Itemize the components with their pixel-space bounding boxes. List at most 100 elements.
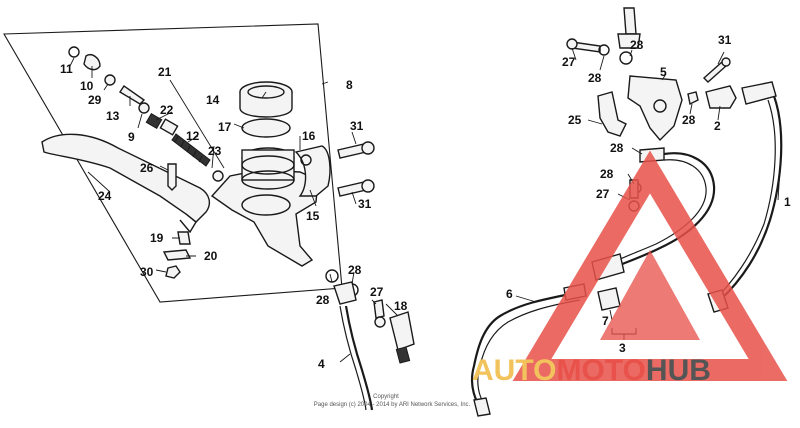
label-30: 30 bbox=[140, 265, 154, 279]
label-31a: 31 bbox=[350, 119, 364, 133]
seal-9 bbox=[138, 102, 150, 114]
washer-28-top bbox=[619, 51, 633, 65]
switch-18-end bbox=[395, 346, 411, 364]
lever-tip bbox=[179, 213, 197, 234]
cable-6-end bbox=[473, 397, 491, 417]
throttle-grip-top bbox=[623, 7, 637, 35]
label-12: 12 bbox=[186, 129, 200, 143]
throttle-cable-3-inner bbox=[605, 159, 707, 267]
reservoir-cap-side bbox=[239, 92, 293, 118]
bolt-27a bbox=[373, 299, 385, 319]
label-28d: 28 bbox=[630, 38, 644, 52]
plate-20 bbox=[162, 249, 192, 261]
throttle-cable-3 bbox=[603, 152, 716, 273]
label-28g: 28 bbox=[600, 167, 614, 181]
clamp-hole bbox=[300, 154, 312, 166]
brake-hose-4-outline bbox=[339, 305, 367, 411]
label-20: 20 bbox=[204, 249, 218, 263]
label-22: 22 bbox=[160, 103, 174, 117]
brake-hose-4 bbox=[344, 305, 374, 411]
label-28a: 28 bbox=[316, 293, 330, 307]
watermark-triangle-outer bbox=[512, 150, 788, 381]
washer-27a bbox=[374, 316, 386, 328]
label-29: 29 bbox=[88, 93, 102, 107]
switch-18 bbox=[389, 311, 415, 351]
switch-cable-1 bbox=[719, 95, 783, 301]
label-27b: 27 bbox=[562, 55, 576, 69]
washer-28-left bbox=[598, 44, 610, 56]
bolt-26 bbox=[167, 163, 177, 191]
watermark-triangle-inner bbox=[600, 250, 700, 340]
label-18: 18 bbox=[394, 299, 408, 313]
circlip-11 bbox=[68, 46, 80, 58]
master-cylinder-body bbox=[210, 169, 319, 267]
label-16: 16 bbox=[302, 129, 316, 143]
label-28f: 28 bbox=[610, 141, 624, 155]
reservoir-ring bbox=[241, 155, 295, 175]
label-9: 9 bbox=[128, 130, 135, 144]
label-31b: 31 bbox=[358, 197, 372, 211]
watermark-auto: AUTO bbox=[472, 354, 556, 387]
label-14: 14 bbox=[206, 93, 220, 107]
label-28e: 28 bbox=[682, 113, 696, 127]
label-21: 21 bbox=[158, 65, 172, 79]
label-5: 5 bbox=[660, 65, 667, 79]
label-19: 19 bbox=[150, 231, 164, 245]
watermark-hub: HUB bbox=[646, 354, 711, 387]
reservoir-body bbox=[241, 149, 295, 181]
screw-31-head bbox=[721, 57, 731, 67]
label-3: 3 bbox=[619, 341, 626, 355]
cylinder-top-opening bbox=[241, 194, 291, 216]
label-13: 13 bbox=[106, 109, 120, 123]
label-23: 23 bbox=[208, 144, 222, 158]
copyright-line-2: Page design (c) 2004 - 2014 by ARI Netwo… bbox=[314, 402, 471, 408]
label-25: 25 bbox=[568, 113, 582, 127]
clamp-bolt-head-a bbox=[361, 141, 375, 155]
nut-28-right bbox=[687, 91, 699, 106]
watermark-logo bbox=[512, 150, 788, 381]
label-28b: 28 bbox=[348, 263, 362, 277]
housing-screw-hole bbox=[653, 99, 667, 113]
handlebar-clamp bbox=[294, 145, 331, 197]
label-17: 17 bbox=[218, 120, 232, 134]
label-6: 6 bbox=[506, 287, 513, 301]
label-24: 24 bbox=[98, 189, 112, 203]
label-27a: 27 bbox=[370, 285, 384, 299]
piston-23 bbox=[159, 118, 179, 136]
watermark-text: AUTOMOTOHUB bbox=[472, 354, 711, 387]
label-26: 26 bbox=[140, 161, 154, 175]
bolt-27-head bbox=[566, 38, 578, 50]
spring-coils bbox=[174, 135, 203, 163]
label-11: 11 bbox=[60, 62, 73, 76]
brake-lever bbox=[41, 133, 211, 223]
label-2: 2 bbox=[714, 119, 721, 133]
label-27c: 27 bbox=[596, 187, 610, 201]
switch-2-terminal bbox=[741, 81, 777, 105]
watermark-moto: MOTO bbox=[556, 354, 645, 387]
cup-22 bbox=[145, 112, 163, 130]
throttle-cable-6-inner bbox=[477, 299, 581, 401]
label-28c: 28 bbox=[588, 71, 602, 85]
reservoir-bottom bbox=[241, 170, 295, 190]
throttle-cable-6 bbox=[470, 290, 581, 405]
label-8: 8 bbox=[346, 78, 353, 92]
bracket-25 bbox=[597, 91, 627, 137]
clamp-bolt-head-b bbox=[361, 179, 375, 193]
banjo-fitting bbox=[333, 281, 357, 305]
label-1: 1 bbox=[784, 195, 791, 209]
leaders-left bbox=[69, 57, 399, 363]
copyright-line-1: Copyright bbox=[373, 394, 399, 400]
label-7: 7 bbox=[602, 314, 609, 328]
label-4: 4 bbox=[318, 357, 325, 371]
pin-19 bbox=[177, 231, 191, 245]
label-15: 15 bbox=[306, 209, 320, 223]
reservoir-cap-inner bbox=[247, 85, 285, 99]
switch-cable-1-b bbox=[711, 99, 776, 303]
label-10: 10 bbox=[80, 79, 94, 93]
washer-29 bbox=[104, 74, 116, 86]
label-31c: 31 bbox=[718, 33, 732, 47]
nut-30 bbox=[165, 265, 181, 279]
dust-boot-7 bbox=[597, 287, 621, 311]
diaphragm bbox=[241, 118, 291, 138]
